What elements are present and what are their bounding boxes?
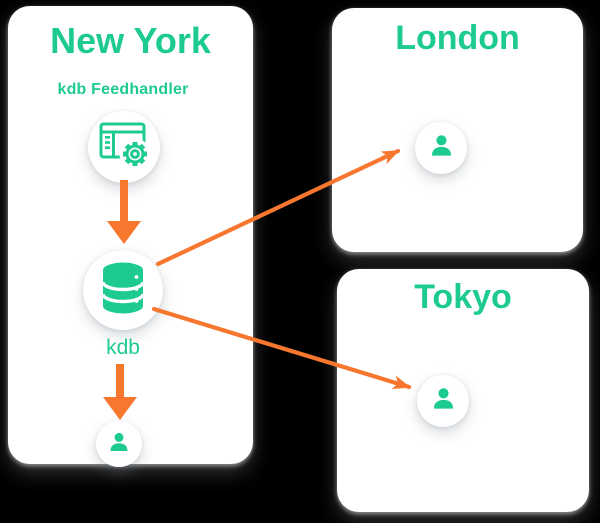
app-window-gear-icon	[99, 122, 151, 173]
london-title: London	[395, 19, 520, 57]
tokyo-title: Tokyo	[414, 278, 512, 316]
kdb-database-node	[83, 250, 163, 330]
user-icon	[430, 385, 457, 417]
user-icon	[107, 430, 131, 459]
card-new-york: New York kdb Feedhandler	[8, 6, 253, 467]
database-icon	[100, 261, 146, 320]
feedhandler-label: kdb Feedhandler	[57, 81, 189, 98]
card-london: London	[332, 8, 583, 252]
user-icon	[428, 132, 455, 164]
kdb-label: kdb	[106, 336, 140, 359]
new-york-user-node	[96, 421, 142, 467]
new-york-title: New York	[50, 20, 211, 61]
london-user-node	[415, 122, 467, 174]
tokyo-user-node	[417, 375, 469, 427]
card-tokyo: Tokyo	[337, 269, 589, 512]
feedhandler-node	[88, 111, 160, 183]
